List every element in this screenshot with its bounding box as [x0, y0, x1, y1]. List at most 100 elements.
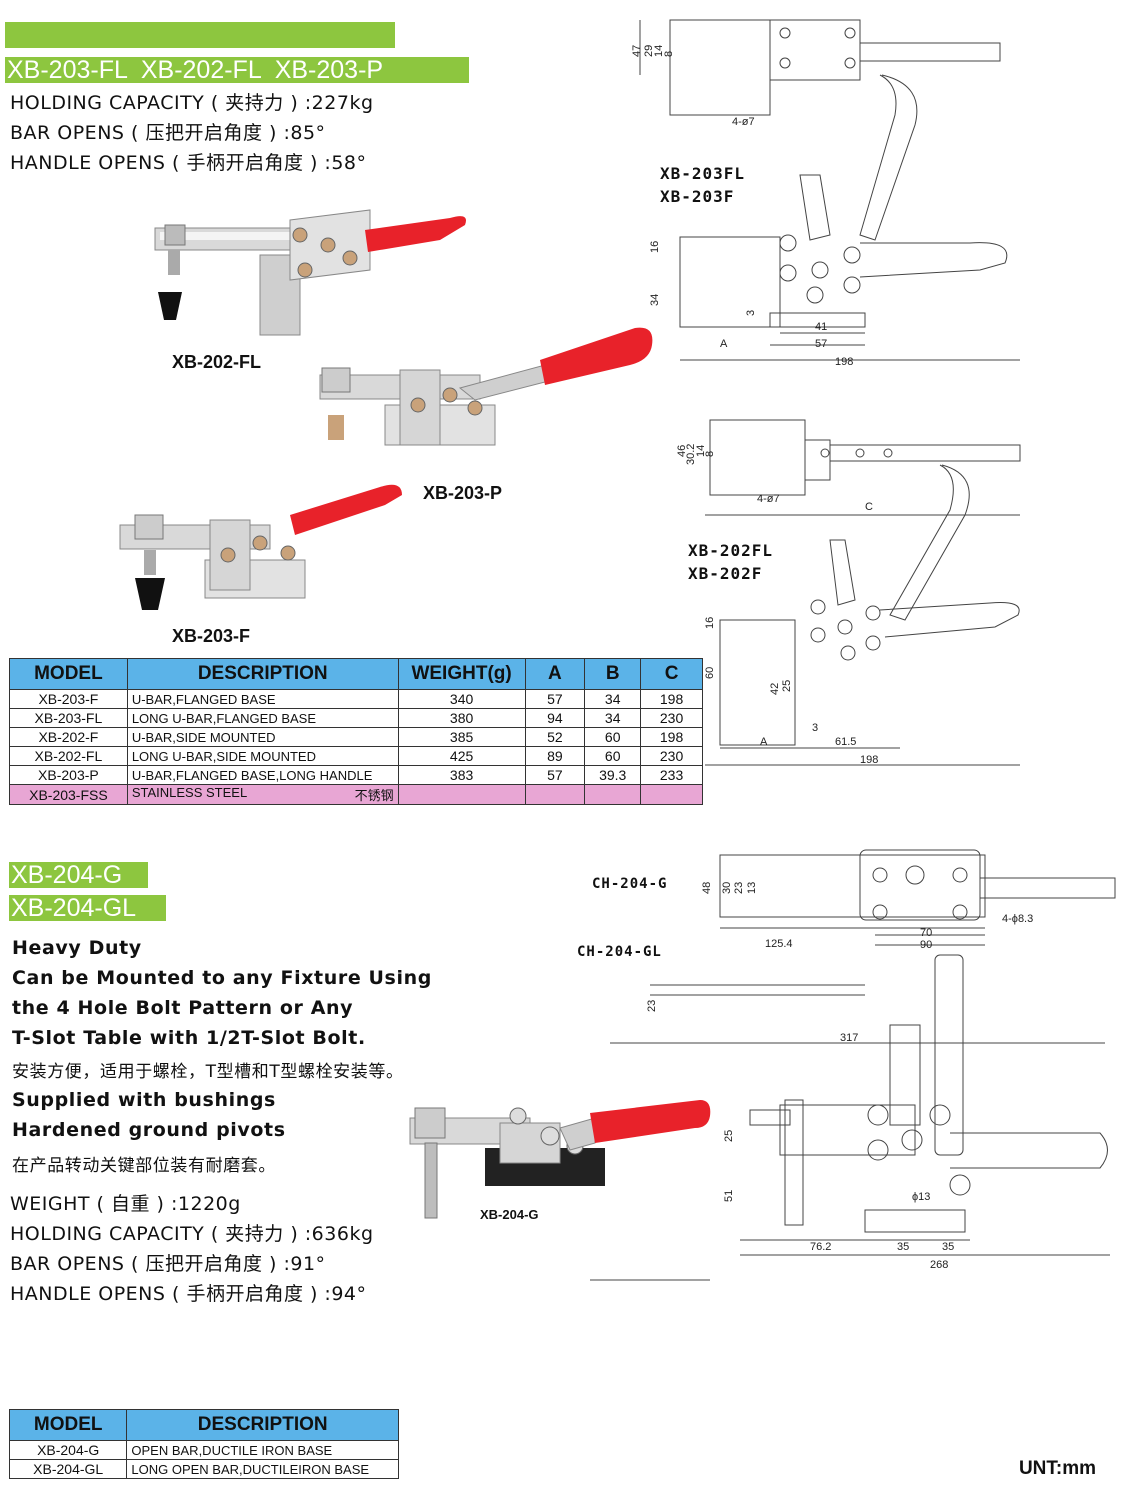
dim-35b: 35 — [942, 1241, 954, 1253]
dim-25b: 25 — [723, 1130, 735, 1142]
cell-model: XB-204-GL — [8, 1459, 128, 1479]
dim-25: 25 — [781, 680, 793, 692]
dim-60: 60 — [704, 667, 716, 679]
cell-weight: 425 — [397, 746, 526, 766]
cell-c: 233 — [640, 765, 703, 785]
drawing-label-xb-202fl: XB-202FL — [688, 541, 774, 560]
table-row: XB-204-GL LONG OPEN BAR,DUCTILEIRON BASE — [8, 1459, 399, 1479]
dim-a2: A — [760, 736, 768, 748]
cell-description: LONG U-BAR,SIDE MOUNTED — [126, 746, 399, 766]
dim-51: 51 — [723, 1190, 735, 1202]
dim-47: 47 — [631, 45, 643, 57]
dim-57: 57 — [815, 338, 827, 350]
th-description: DESCRIPTION — [126, 1409, 399, 1441]
cell-model: XB-203-FSS — [9, 784, 128, 805]
spec-holding-capacity: HOLDING CAPACITY ( 夹持力 ) :227kg — [10, 92, 374, 114]
cell-model: XB-202-FL — [9, 746, 128, 766]
spec-handle-opens: HANDLE OPENS ( 手柄开启角度 ) :58° — [10, 152, 367, 174]
dim-48: 48 — [701, 882, 713, 894]
cell-c: 198 — [640, 727, 703, 747]
th-model: MODEL — [9, 658, 128, 690]
dim-23: 23 — [733, 882, 745, 894]
dim-42: 42 — [769, 683, 781, 695]
table-row-stainless: XB-203-FSS STAINLESS STEEL 不锈钢 — [9, 784, 703, 805]
table-header-row: MODEL DESCRIPTION — [8, 1409, 399, 1441]
model-tag-xb-204-g: XB-204-G — [9, 862, 148, 888]
cell-b: 34 — [584, 689, 642, 709]
dim-70: 70 — [920, 927, 932, 939]
dim-30: 30 — [721, 882, 733, 894]
product-photo-xb-204-g — [409, 1100, 711, 1219]
table-row: XB-202-F U-BAR,SIDE MOUNTED 385 52 60 19… — [9, 727, 703, 747]
cell-description: LONG U-BAR,FLANGED BASE — [126, 708, 399, 728]
model-tag-xb-204-gl: XB-204-GL — [9, 895, 166, 921]
table-row: XB-203-P U-BAR,FLANGED BASE,LONG HANDLE … — [9, 765, 703, 785]
cell-weight: 385 — [397, 727, 526, 747]
cell-b: 34 — [584, 708, 642, 728]
dim-hole: 4-ø7 — [732, 116, 755, 128]
cell-c: 230 — [640, 708, 703, 728]
feature-line-3: the 4 Hole Bolt Pattern or Any — [12, 997, 354, 1019]
cell-model: XB-203-F — [9, 689, 128, 709]
th-a: A — [524, 658, 586, 690]
th-model: MODEL — [8, 1409, 128, 1441]
cell-b: 39.3 — [584, 765, 642, 785]
technical-drawing-xb-204: 48 30 23 13 4-ϕ8.3 70 90 125.4 23 317 25… — [590, 849, 1116, 1281]
technical-drawing-xb-202: 46 30.2 14 8 4-ø7 C 16 60 42 25 3 A 61.5… — [676, 419, 1021, 766]
dim-hole-3: 4-ϕ8.3 — [1002, 913, 1033, 925]
cell-a: 89 — [524, 746, 586, 766]
th-weight: WEIGHT(g) — [397, 658, 526, 690]
cell-model: XB-203-P — [9, 765, 128, 785]
dim-23b: 23 — [646, 1000, 658, 1012]
cell-description: LONG OPEN BAR,DUCTILEIRON BASE — [126, 1459, 399, 1479]
spec-bar-opens-2: BAR OPENS ( 压把开启角度 ) :91° — [10, 1253, 326, 1275]
dim-46: 46 — [676, 445, 688, 457]
cell-b: 60 — [584, 727, 642, 747]
cell-b: 60 — [584, 746, 642, 766]
dim-30-2: 30.2 — [685, 444, 697, 465]
cell-c: 198 — [640, 689, 703, 709]
cell-a: 57 — [524, 765, 586, 785]
dim-41: 41 — [815, 321, 827, 333]
cell-model: XB-202-F — [9, 727, 128, 747]
dim-8b: 8 — [704, 451, 716, 457]
dim-3b: 3 — [812, 722, 818, 734]
dim-90: 90 — [920, 939, 932, 951]
feature-line-2: Can be Mounted to any Fixture Using — [12, 967, 432, 989]
cell-description: U-BAR,FLANGED BASE,LONG HANDLE — [126, 765, 399, 785]
cell-a: 94 — [524, 708, 586, 728]
table-row: XB-203-F U-BAR,FLANGED BASE 340 57 34 19… — [9, 689, 703, 709]
spec-table-1: MODEL DESCRIPTION WEIGHT(g) A B C XB-203… — [9, 658, 703, 805]
dim-hole-2: 4-ø7 — [757, 493, 780, 505]
cell-description: U-BAR,SIDE MOUNTED — [126, 727, 399, 747]
cell-description: OPEN BAR,DUCTILE IRON BASE — [126, 1440, 399, 1460]
table-row: XB-202-FL LONG U-BAR,SIDE MOUNTED 425 89… — [9, 746, 703, 766]
cell-weight: 340 — [397, 689, 526, 709]
table-row: XB-203-FL LONG U-BAR,FLANGED BASE 380 94… — [9, 708, 703, 728]
cell-weight: 380 — [397, 708, 526, 728]
dim-phi13: ϕ13 — [912, 1191, 930, 1203]
model-tag-row1: XB-203-F XB-202-F — [5, 22, 395, 100]
dim-198b: 198 — [860, 754, 878, 766]
dim-14: 14 — [653, 45, 665, 57]
product-photo-xb-203-p — [319, 327, 653, 446]
unit-label: UNT:mm — [1018, 1458, 1096, 1479]
spec-table-2: MODEL DESCRIPTION XB-204-G OPEN BAR,DUCT… — [8, 1409, 399, 1479]
table-header-row: MODEL DESCRIPTION WEIGHT(g) A B C — [9, 658, 703, 690]
th-b: B — [584, 658, 642, 690]
dim-198: 198 — [835, 356, 853, 368]
dim-8: 8 — [663, 51, 675, 57]
cell-weight: 383 — [397, 765, 526, 785]
stainless-cn: 不锈钢 — [354, 788, 394, 803]
drawing-label-xb-203fl: XB-203FL — [660, 164, 746, 183]
dim-61-5: 61.5 — [835, 736, 856, 748]
model-tag-row2: XB-203-FL XB-202-FL XB-203-P — [5, 57, 469, 83]
product-photo-xb-203-f — [119, 484, 402, 610]
feature-line-8: 在产品转动关键部位装有耐磨套。 — [12, 1156, 276, 1176]
dim-16b: 16 — [704, 617, 716, 629]
technical-drawing-xb-203: 47 29 14 8 4-ø7 16 34 3 41 57 A 198 — [631, 19, 1020, 368]
dim-16: 16 — [649, 241, 661, 253]
dim-13: 13 — [746, 882, 758, 894]
dim-125-4: 125.4 — [765, 938, 793, 950]
dim-14b: 14 — [695, 445, 707, 457]
